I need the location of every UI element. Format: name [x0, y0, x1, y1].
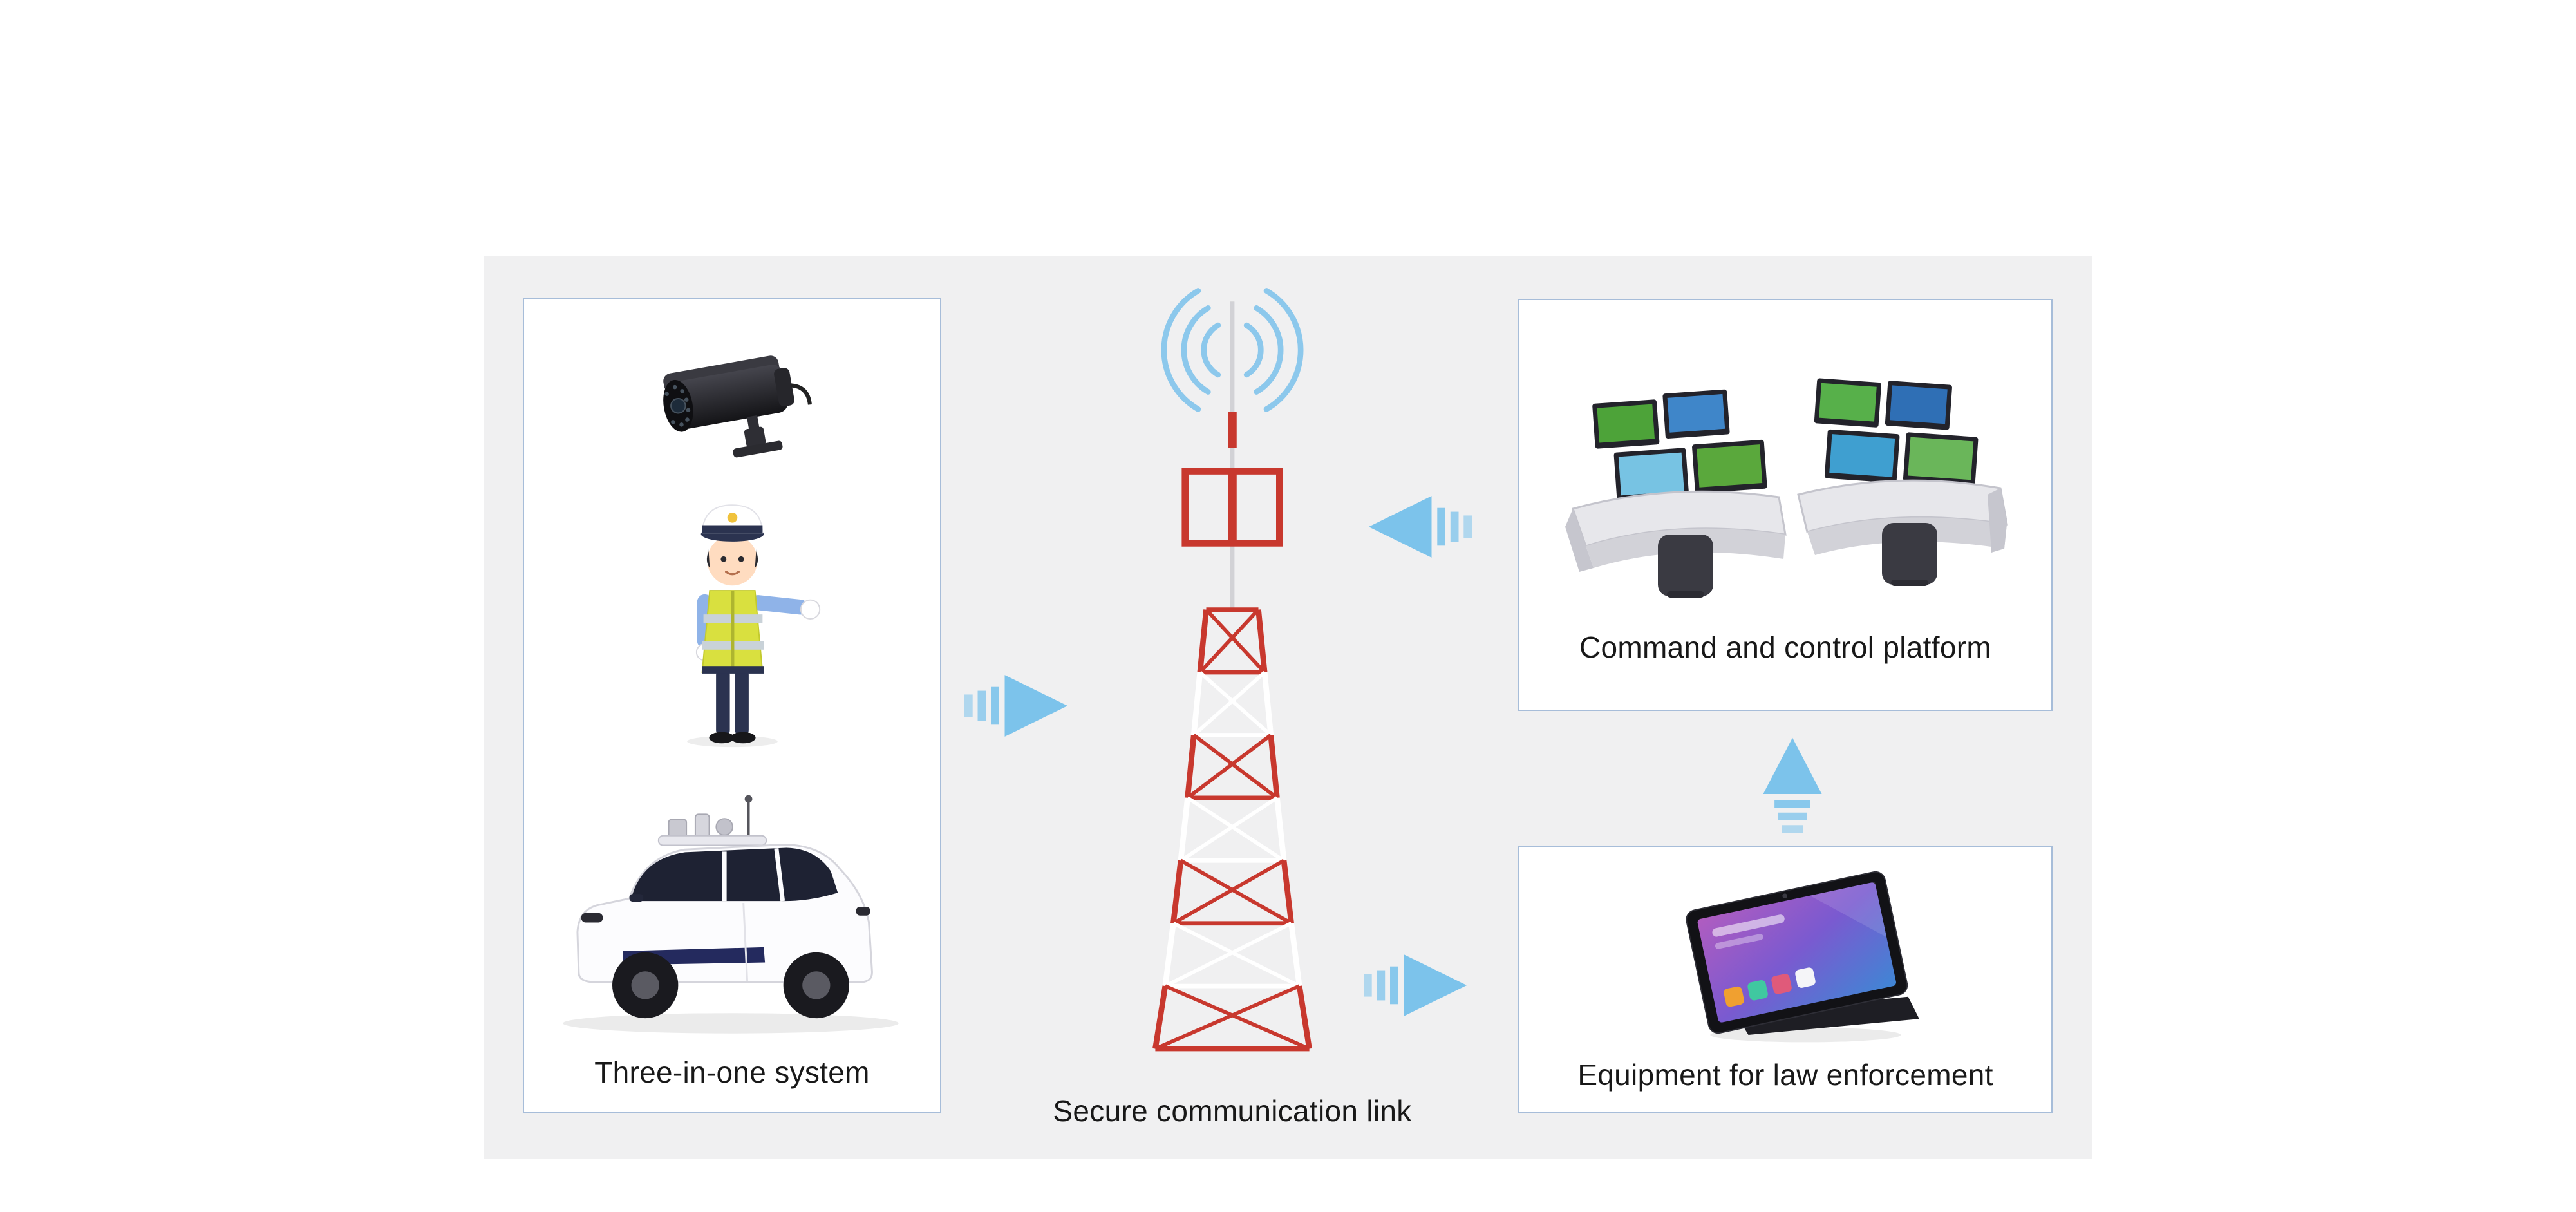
- tablet-device-icon: [1661, 857, 1932, 1050]
- cctv-camera-icon: [647, 330, 818, 471]
- arrow-tower-to-equipment-icon: [1364, 949, 1471, 1021]
- law-enforcement-label: Equipment for law enforcement: [1577, 1058, 1993, 1092]
- traffic-police-icon: [631, 486, 834, 750]
- arrow-platform-to-tower-icon: [1365, 491, 1472, 563]
- command-platform-label: Command and control platform: [1579, 630, 1991, 664]
- three-in-one-label: Three-in-one system: [594, 1056, 870, 1089]
- radio-tower-icon: [1138, 288, 1326, 1058]
- signal-waves-icon: [1161, 288, 1304, 412]
- arrow-equipment-to-platform-icon: [1756, 734, 1829, 836]
- patrol-vehicle-icon: [534, 757, 927, 1053]
- arrow-left-box-to-tower-icon: [964, 670, 1071, 742]
- secure-link-label: Secure communication link: [1053, 1094, 1412, 1128]
- command-center-icon: [1561, 322, 2012, 612]
